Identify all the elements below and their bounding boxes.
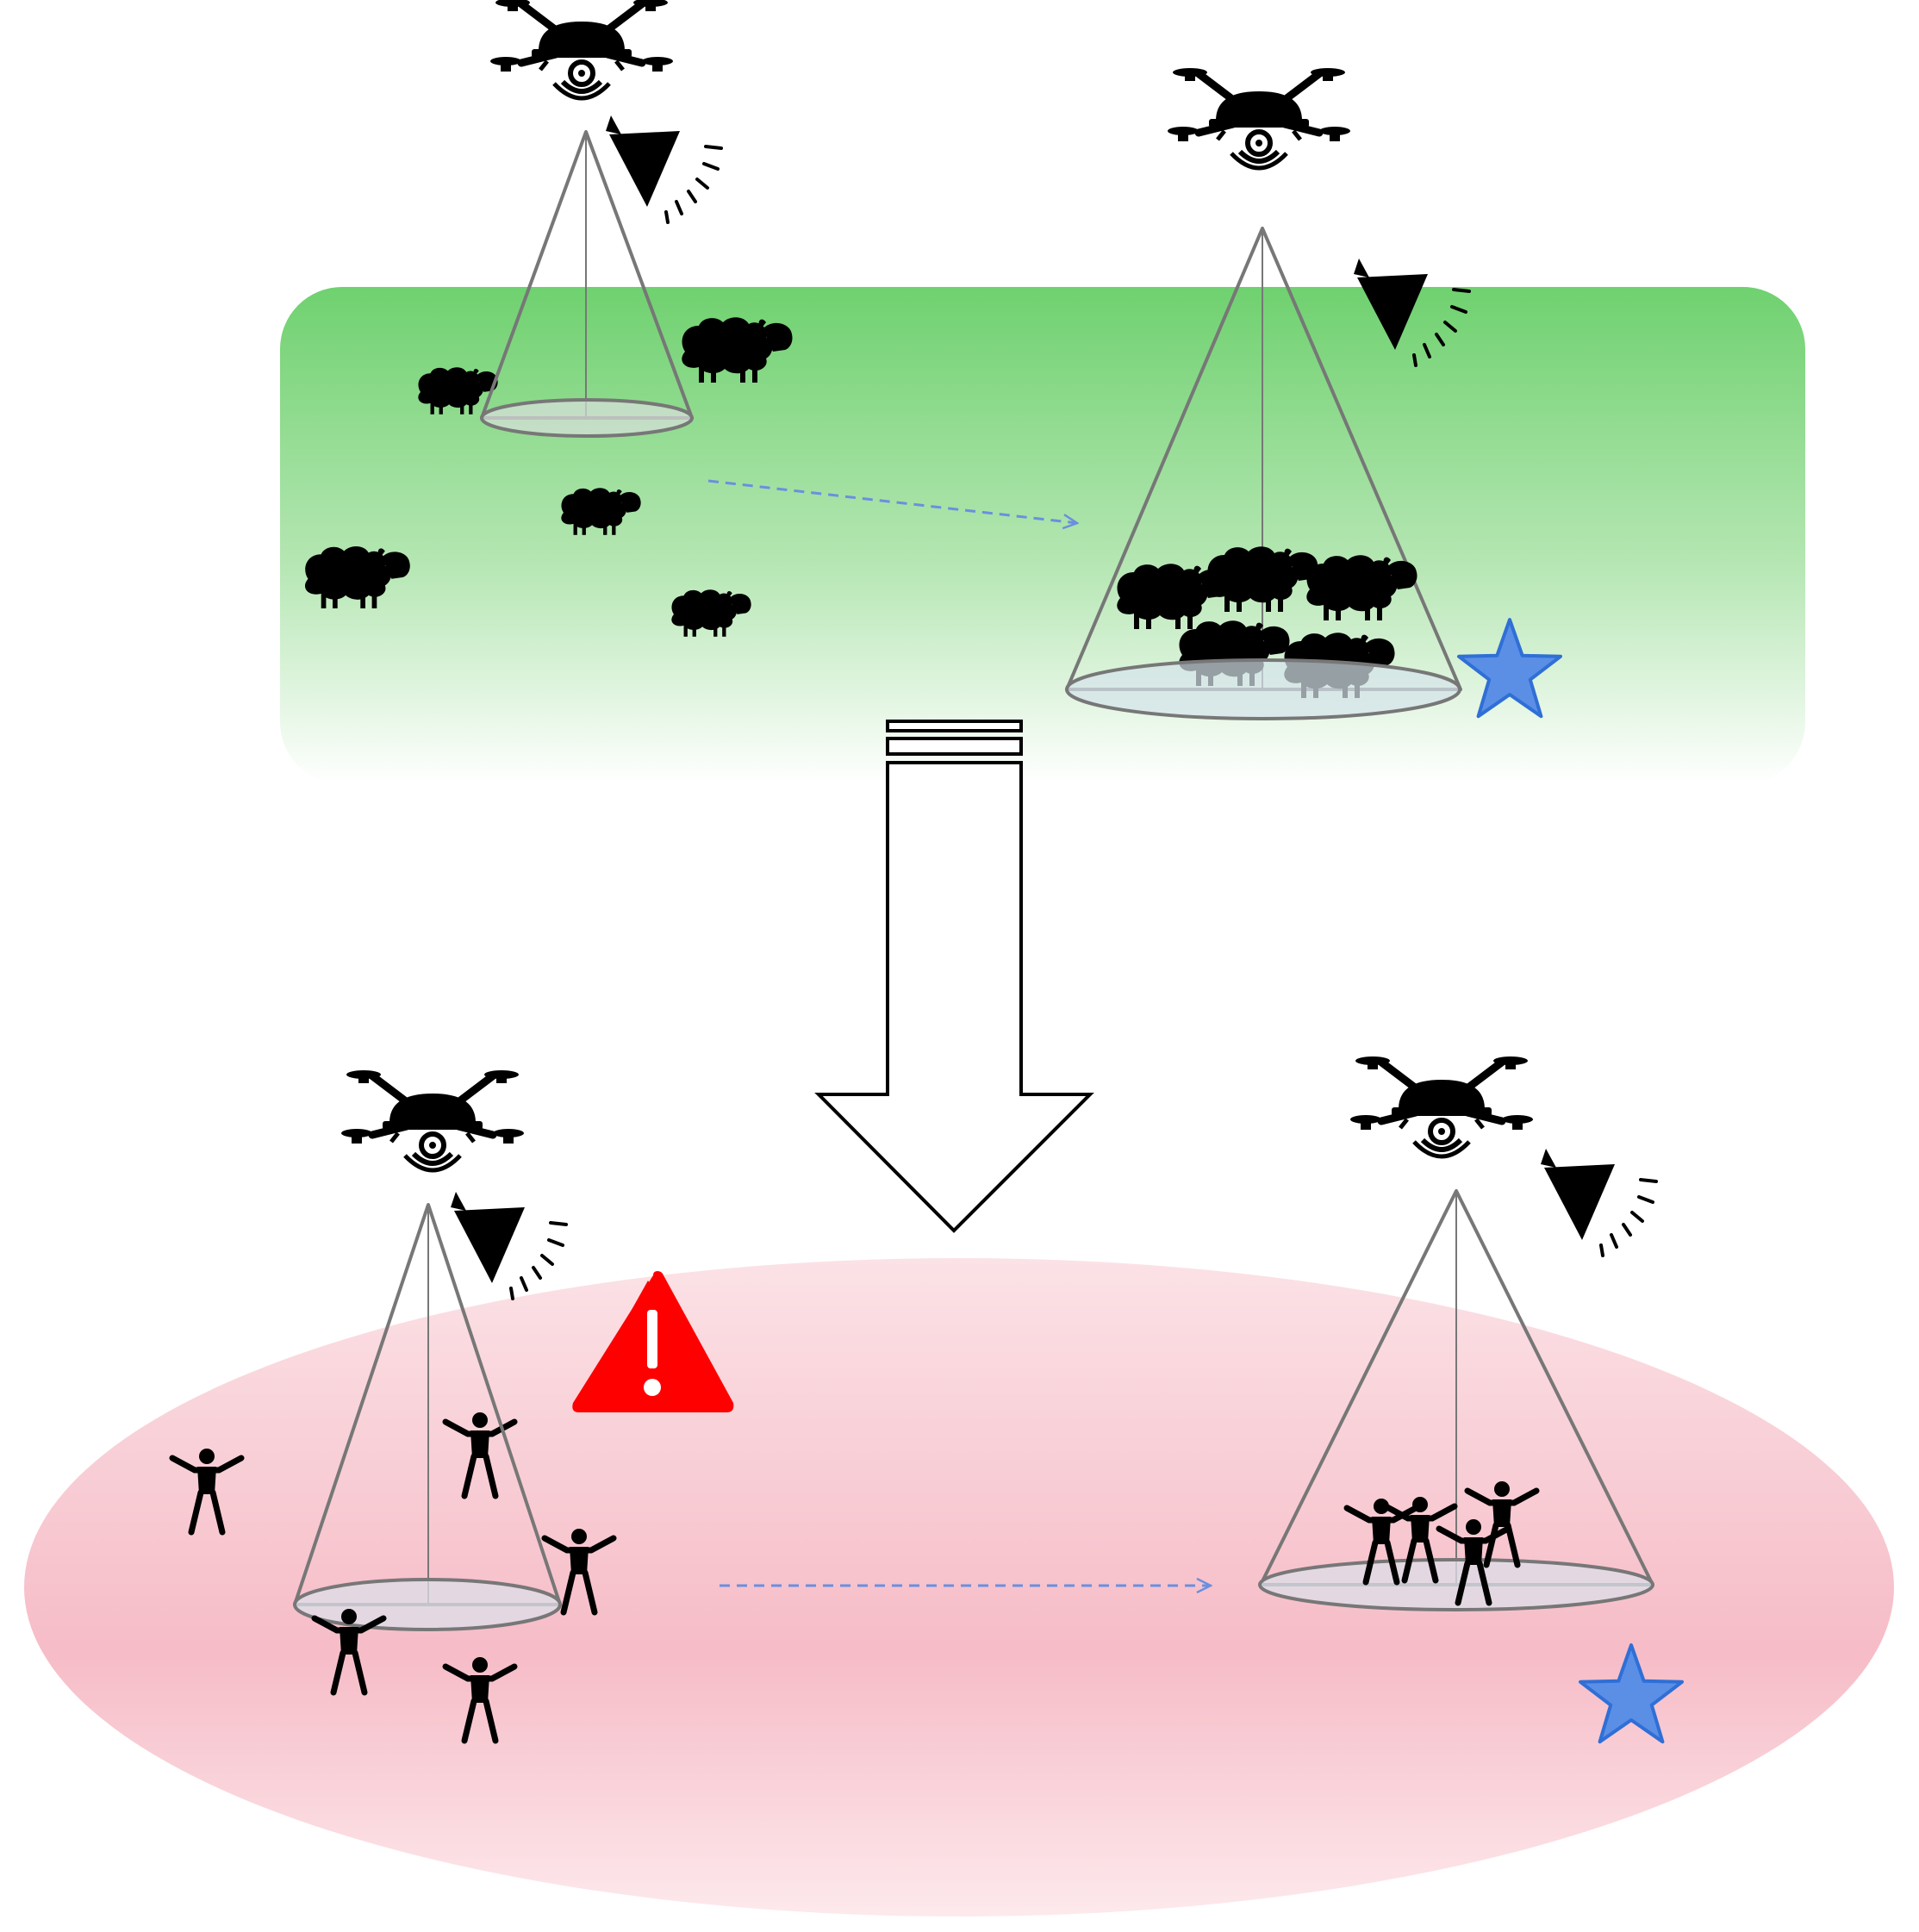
drone-icon [341,1070,524,1170]
cone-footprint-top-right [1065,658,1461,720]
down-arrow-icon [814,720,1094,1233]
drone-cone-top-left [480,130,694,438]
speaker-icon [1539,1147,1658,1257]
drone-icon [490,0,673,98]
warning-icon [572,1271,734,1412]
drone-cone-bottom-left [293,1203,562,1631]
pasture-zone [280,287,1805,784]
drone-cone-bottom-right [1258,1189,1654,1611]
speaker-icon [604,114,723,224]
drone-icon [1350,1056,1533,1156]
crowd-zone [24,1258,1894,1916]
flow-arrow-top [707,479,1077,523]
speaker-icon [449,1190,568,1300]
drone-icon [1168,68,1350,168]
